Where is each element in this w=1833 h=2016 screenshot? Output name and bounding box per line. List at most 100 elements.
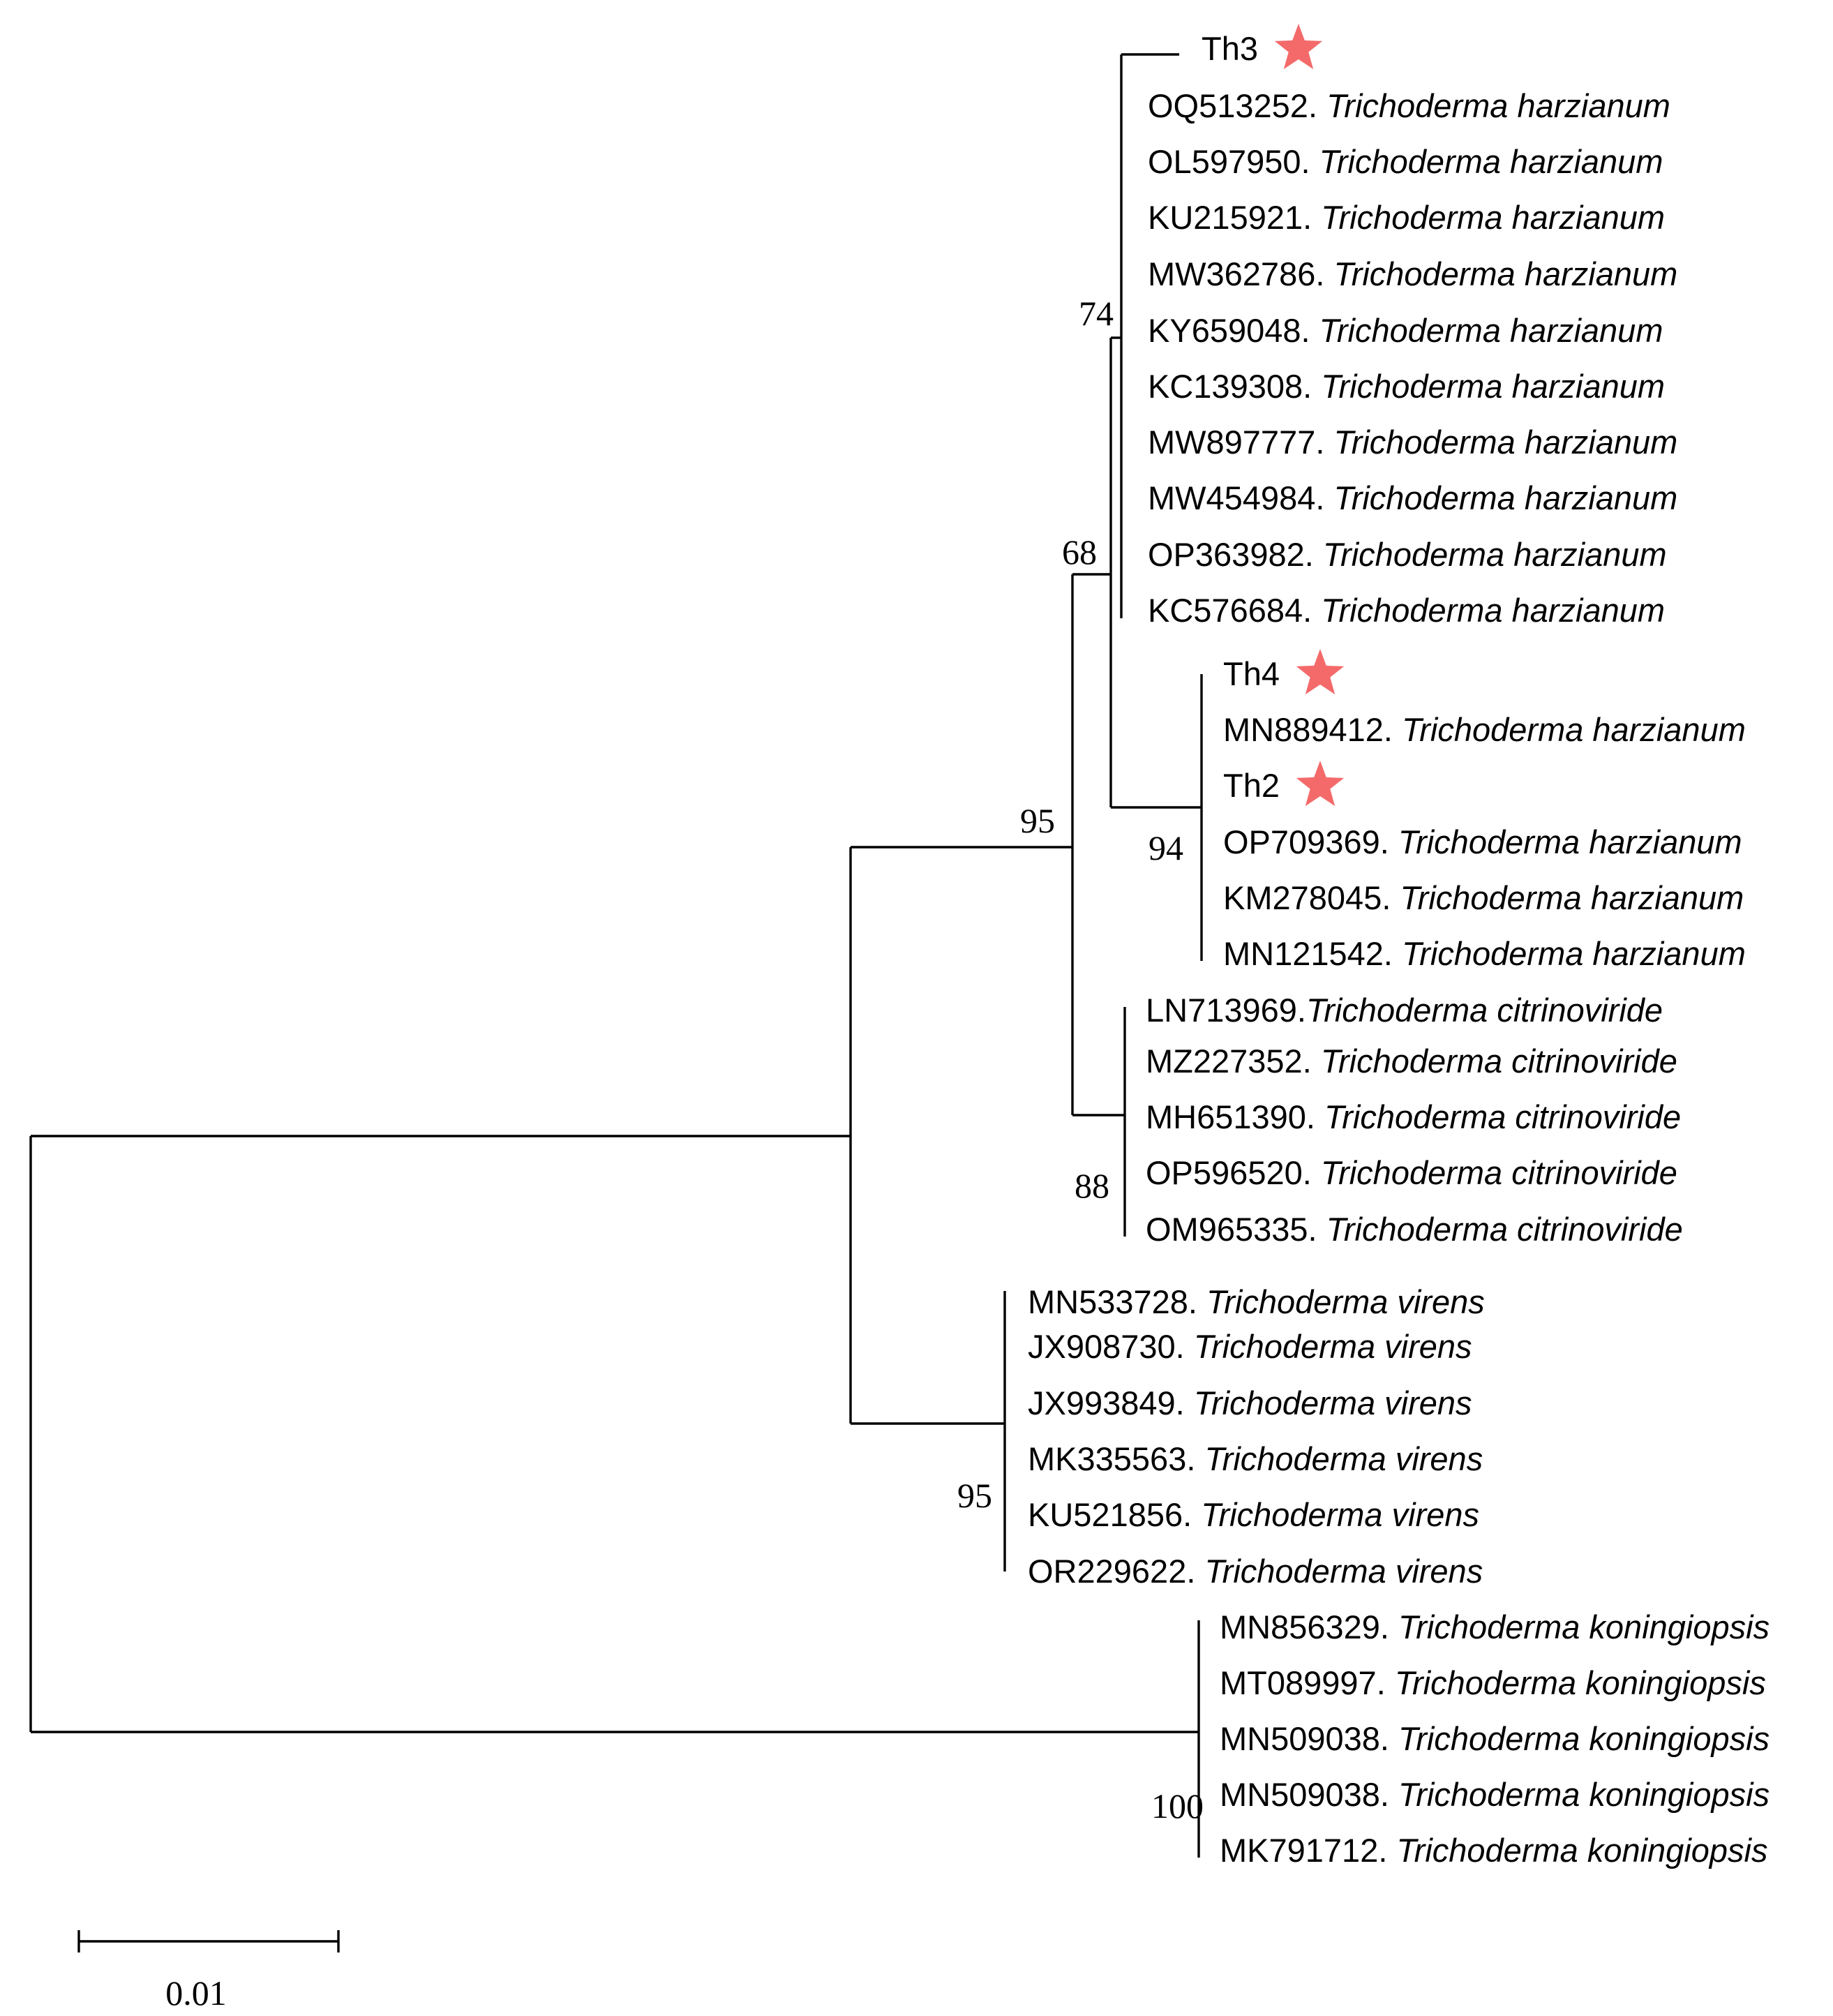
accession-id: MW454984. xyxy=(1148,479,1333,516)
accession-id: MW897777. xyxy=(1148,424,1333,461)
accession-id: KC139308. xyxy=(1148,368,1321,405)
taxon-label: MK335563. Trichoderma virens xyxy=(1028,1440,1483,1477)
accession-id: JX993849. xyxy=(1028,1384,1194,1421)
taxon-label: MW362786. Trichoderma harzianum xyxy=(1148,255,1677,292)
taxon-label: OL597950. Trichoderma harzianum xyxy=(1148,143,1663,180)
taxon-label: KM278045. Trichoderma harzianum xyxy=(1223,879,1744,916)
species-name: Trichoderma citrinoviride xyxy=(1321,1043,1677,1080)
accession-id: KM278045. xyxy=(1223,879,1400,916)
species-name: Trichoderma virens xyxy=(1194,1328,1472,1365)
taxon-label: MZ227352. Trichoderma citrinoviride xyxy=(1146,1043,1677,1080)
star-marker-icon xyxy=(1296,761,1345,807)
species-name: Trichoderma koningiopsis xyxy=(1396,1832,1767,1869)
taxon-label: MN533728. Trichoderma virens xyxy=(1028,1283,1485,1320)
species-name: Trichoderma harzianum xyxy=(1333,424,1677,461)
accession-id: JX908730. xyxy=(1028,1328,1194,1365)
accession-id: MH651390. xyxy=(1146,1098,1324,1135)
taxon-label: OR229622. Trichoderma virens xyxy=(1028,1553,1483,1590)
taxon-label: OM965335. Trichoderma citrinoviride xyxy=(1146,1211,1683,1248)
taxon-label: MN889412. Trichoderma harzianum xyxy=(1223,711,1746,748)
bootstrap-value: 74 xyxy=(1079,294,1114,333)
taxon-label: Th4 xyxy=(1223,655,1280,692)
bootstrap-value: 95 xyxy=(957,1476,992,1515)
star-marker-icon xyxy=(1296,649,1345,695)
accession-id: KC576684. xyxy=(1148,592,1321,629)
species-name: Trichoderma harzianum xyxy=(1319,143,1663,180)
accession-id: MN856329. xyxy=(1220,1608,1398,1645)
scale-bar-label: 0.01 xyxy=(165,1973,227,2013)
species-name: Trichoderma harzianum xyxy=(1321,199,1665,236)
species-name: Trichoderma citrinoviride xyxy=(1326,1211,1683,1248)
taxon-label: Th3 xyxy=(1202,30,1258,67)
accession-id: OP709369. xyxy=(1223,823,1398,860)
accession-id: MN533728. xyxy=(1028,1283,1206,1320)
species-name: Trichoderma koningiopsis xyxy=(1398,1720,1770,1757)
accession-id: OL597950. xyxy=(1148,143,1319,180)
species-name: Trichoderma harzianum xyxy=(1333,479,1677,516)
bootstrap-value: 94 xyxy=(1149,828,1183,867)
taxon-label: OQ513252. Trichoderma harzianum xyxy=(1148,87,1670,124)
species-name: Trichoderma citrinoviride xyxy=(1324,1098,1681,1135)
taxon-label: JX908730. Trichoderma virens xyxy=(1028,1328,1472,1365)
accession-id: KY659048. xyxy=(1148,312,1319,349)
accession-id: KU521856. xyxy=(1028,1496,1201,1533)
species-name: Trichoderma koningiopsis xyxy=(1398,1608,1770,1645)
accession-id: Th3 xyxy=(1202,30,1258,67)
taxon-label: Th2 xyxy=(1223,767,1280,804)
accession-id: LN713969. xyxy=(1146,992,1306,1029)
accession-id: MK335563. xyxy=(1028,1440,1204,1477)
accession-id: OP363982. xyxy=(1148,536,1323,573)
accession-id: MN889412. xyxy=(1223,711,1402,748)
accession-id: Th4 xyxy=(1223,655,1280,692)
accession-id: MZ227352. xyxy=(1146,1043,1321,1080)
tree-branches xyxy=(29,53,1203,1858)
species-name: Trichoderma citrinoviride xyxy=(1321,1154,1677,1191)
taxon-label: MN856329. Trichoderma koningiopsis xyxy=(1220,1608,1770,1645)
species-name: Trichoderma harzianum xyxy=(1402,711,1746,748)
accession-id: MK791712. xyxy=(1220,1832,1396,1869)
species-name: Trichoderma harzianum xyxy=(1323,536,1667,573)
accession-id: OM965335. xyxy=(1146,1211,1326,1248)
species-name: Trichoderma virens xyxy=(1204,1553,1483,1590)
taxon-label: KC139308. Trichoderma harzianum xyxy=(1148,368,1665,405)
taxon-label: MN509038. Trichoderma koningiopsis xyxy=(1220,1720,1770,1757)
species-name: Trichoderma harzianum xyxy=(1400,879,1744,916)
species-name: Trichoderma koningiopsis xyxy=(1398,1776,1770,1813)
accession-id: OQ513252. xyxy=(1148,87,1326,124)
taxon-label: MW897777. Trichoderma harzianum xyxy=(1148,424,1677,461)
accession-id: KU215921. xyxy=(1148,199,1321,236)
accession-id: OR229622. xyxy=(1028,1553,1204,1590)
accession-id: MW362786. xyxy=(1148,255,1333,292)
taxon-label: MK791712. Trichoderma koningiopsis xyxy=(1220,1832,1768,1869)
taxon-label: OP709369. Trichoderma harzianum xyxy=(1223,823,1742,860)
accession-id: MT089997. xyxy=(1220,1664,1395,1701)
taxon-label: OP596520. Trichoderma citrinoviride xyxy=(1146,1154,1677,1191)
star-marker-icon xyxy=(1274,24,1323,70)
taxon-label: MW454984. Trichoderma harzianum xyxy=(1148,479,1677,516)
species-name: Trichoderma harzianum xyxy=(1321,592,1665,629)
species-name: Trichoderma harzianum xyxy=(1398,823,1742,860)
species-name: Trichoderma koningiopsis xyxy=(1395,1664,1766,1701)
accession-id: Th2 xyxy=(1223,767,1280,804)
accession-id: MN509038. xyxy=(1220,1720,1398,1757)
bootstrap-value: 95 xyxy=(1020,801,1055,840)
accession-id: MN121542. xyxy=(1223,935,1402,972)
taxon-label: OP363982. Trichoderma harzianum xyxy=(1148,536,1667,573)
taxon-label: MH651390. Trichoderma citrinoviride xyxy=(1146,1098,1681,1135)
taxon-label: MN509038. Trichoderma koningiopsis xyxy=(1220,1776,1770,1813)
taxon-label: MT089997. Trichoderma koningiopsis xyxy=(1220,1664,1766,1701)
bootstrap-value: 88 xyxy=(1075,1166,1109,1205)
accession-id: MN509038. xyxy=(1220,1776,1398,1813)
species-name: Trichoderma virens xyxy=(1194,1384,1472,1421)
species-name: Trichoderma harzianum xyxy=(1333,255,1677,292)
taxon-label: KU215921. Trichoderma harzianum xyxy=(1148,199,1665,236)
taxon-label: JX993849. Trichoderma virens xyxy=(1028,1384,1472,1421)
species-name: Trichoderma virens xyxy=(1201,1496,1479,1533)
taxon-label: LN713969.Trichoderma citrinoviride xyxy=(1146,992,1663,1029)
species-name: Trichoderma harzianum xyxy=(1326,87,1670,124)
species-name: Trichoderma harzianum xyxy=(1321,368,1665,405)
bootstrap-value: 100 xyxy=(1151,1786,1204,1825)
